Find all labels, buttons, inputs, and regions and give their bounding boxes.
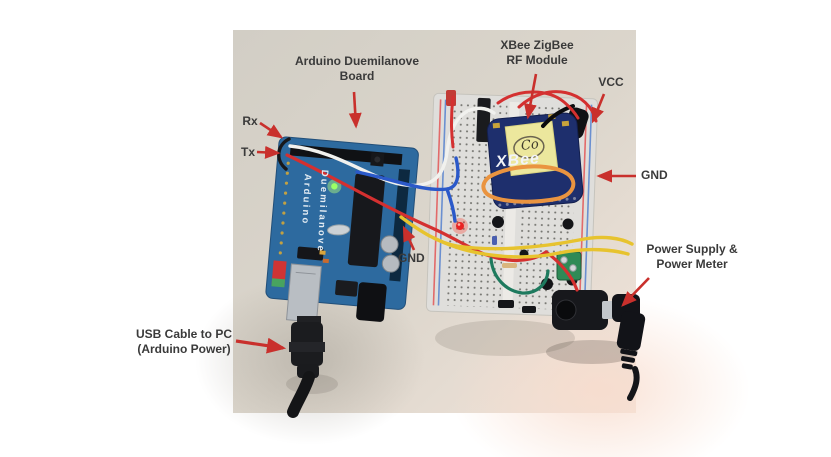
vcc-label: VCC	[598, 75, 624, 89]
arrow-tx	[256, 145, 281, 159]
arrow-rx	[259, 121, 284, 139]
arrow-power-supply	[621, 277, 650, 307]
red-wire-rail	[450, 95, 455, 149]
sticky-note	[504, 120, 559, 177]
gnd-arduino-label: GND	[398, 251, 425, 265]
arrow-vcc	[591, 93, 606, 124]
usb-cable-label: USB Cable to PC (Arduino Power)	[135, 327, 232, 356]
blue-wire-2	[445, 187, 457, 223]
rx-label: Rx	[242, 114, 258, 128]
xbee-module-label: XBee ZigBee RF Module	[500, 38, 574, 67]
arrow-xbee	[523, 73, 538, 120]
yellow-wire-1	[399, 215, 634, 251]
arduino-board	[265, 136, 419, 323]
sticky-note-text: Co	[520, 136, 540, 155]
arduino-board-label: Arduino Duemilanove Board	[294, 54, 419, 83]
annotation-arrows	[235, 73, 650, 354]
arrow-gnd-arduino	[402, 225, 416, 251]
orange-wire-loop	[481, 164, 576, 204]
yellow-wire-2	[432, 236, 630, 259]
red-wire-top-arc	[496, 90, 580, 120]
gnd-breadboard-label: GND	[641, 168, 668, 182]
usb-cable	[287, 316, 325, 418]
power-supply-label: Power Supply & Power Meter	[646, 242, 738, 271]
tx-label: Tx	[240, 145, 255, 159]
jumper-wires	[277, 90, 634, 295]
white-wire	[288, 106, 496, 188]
arrow-usb-cable	[235, 337, 287, 354]
xbee-logo-text: XBee	[495, 150, 541, 171]
arrow-arduino-board	[348, 91, 362, 129]
green-wire	[489, 257, 550, 295]
